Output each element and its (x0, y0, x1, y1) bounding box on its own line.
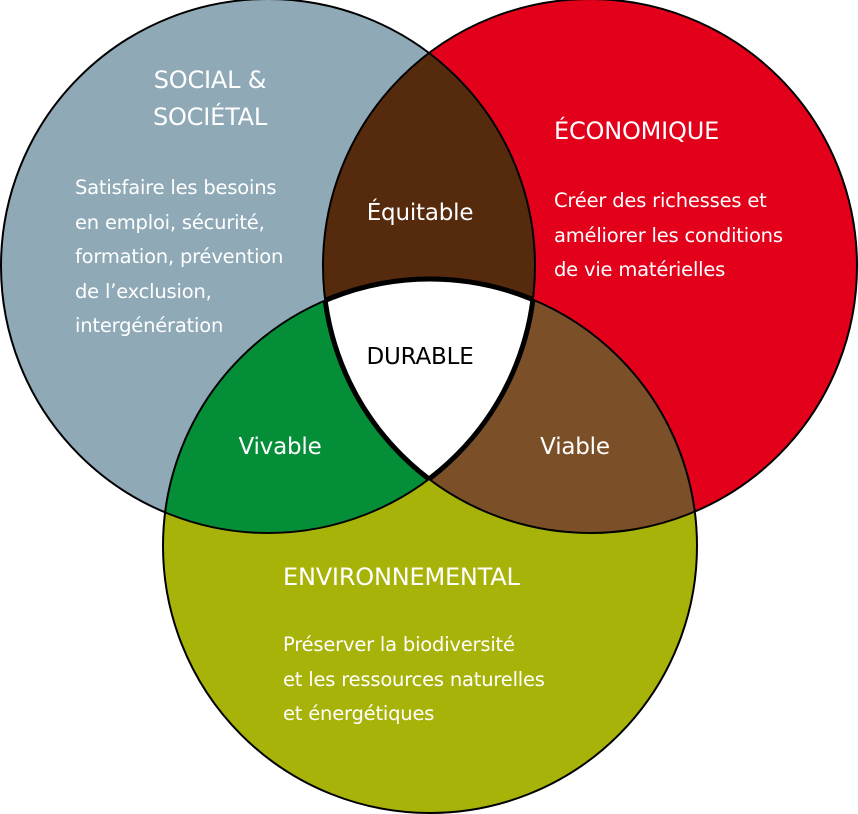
environnemental-description-line: Préserver la biodiversité (283, 633, 515, 656)
viable-label: Viable (540, 434, 610, 460)
environnemental-description: Préserver la biodiversité et les ressour… (283, 628, 545, 732)
durable-label: DURABLE (366, 344, 474, 370)
region-vivable (163, 279, 535, 533)
social-description-line: Satisfaire les besoins (75, 176, 277, 199)
social-description: Satisfaire les besoins en emploi, sécuri… (75, 171, 283, 344)
social-description-line: de l’exclusion, (75, 279, 212, 303)
economique-description: Créer des richesses et améliorer les con… (554, 184, 783, 288)
social-description-line: intergénération (75, 314, 224, 337)
environnemental-description-line: et les ressources naturelles (283, 667, 545, 691)
social-title-line: SOCIAL & (153, 66, 267, 94)
social-description-line: en emploi, sécurité, (75, 210, 265, 234)
social-title: SOCIAL & SOCIÉTAL (100, 62, 320, 136)
region-viable (323, 279, 697, 533)
outline-economique (322, 0, 858, 534)
environnemental-description-line: et énergétiques (283, 702, 435, 725)
economique-description-line: Créer des richesses et (554, 189, 767, 212)
outline-social (0, 0, 536, 534)
economique-title: ÉCONOMIQUE (554, 113, 719, 150)
economique-description-line: améliorer les conditions (554, 223, 783, 247)
environnemental-title: ENVIRONNEMENTAL (283, 559, 520, 596)
social-description-line: formation, prévention (75, 245, 284, 268)
social-title-line: SOCIÉTAL (152, 103, 268, 131)
equitable-label: Équitable (366, 200, 474, 226)
vivable-label: Vivable (238, 434, 322, 460)
economique-description-line: de vie matérielles (554, 258, 726, 281)
environnemental-title-line: ENVIRONNEMENTAL (283, 563, 520, 591)
economique-title-line: ÉCONOMIQUE (554, 117, 720, 145)
